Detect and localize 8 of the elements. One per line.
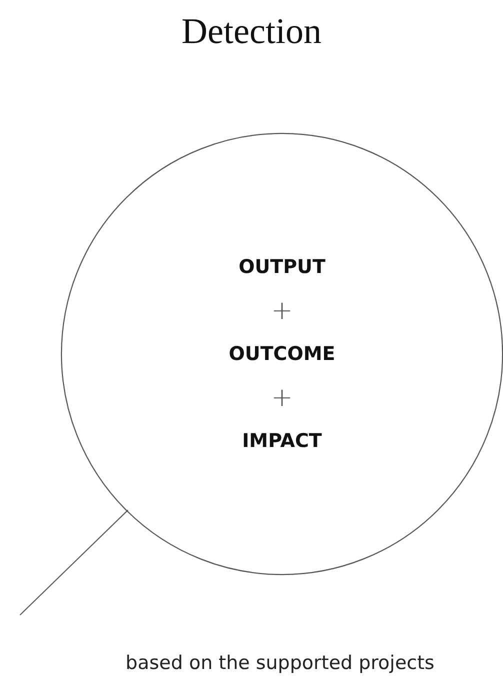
node-text: OUTPUT [238, 258, 326, 276]
plus-sign: + [271, 298, 293, 324]
node-text: OUTCOME [228, 344, 336, 364]
caption: based on the supported projects [124, 652, 436, 674]
magnifier-lens [61, 133, 503, 575]
node-text: IMPACT [242, 432, 322, 450]
title: Detection [180, 10, 322, 52]
plus-sign: + [271, 384, 293, 410]
